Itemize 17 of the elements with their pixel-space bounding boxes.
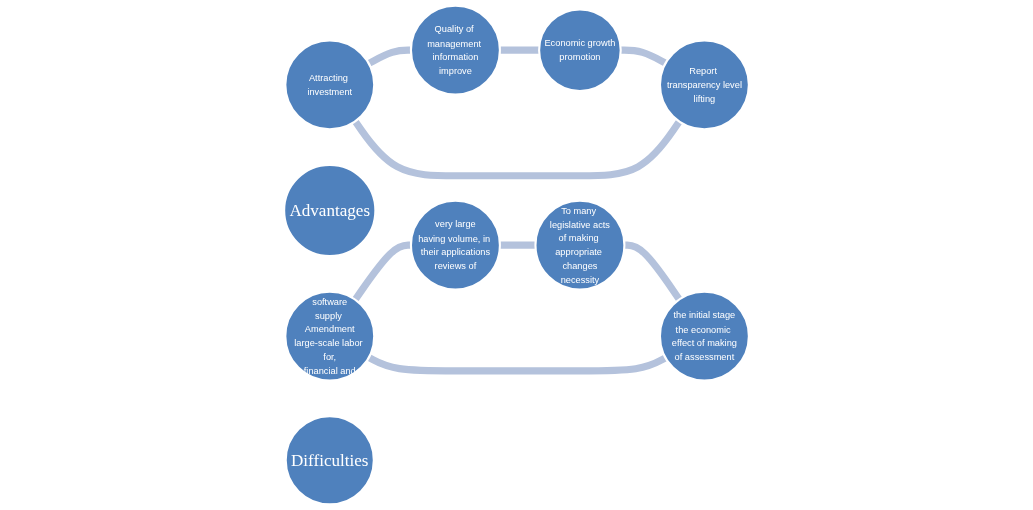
node-circle: Report transparency level lifting	[658, 39, 750, 131]
node-circle: very large having volume, in their applications reviews of	[409, 199, 501, 291]
connector	[620, 46, 668, 67]
connector	[367, 354, 668, 375]
node-circle: To many legislative acts of making appropriate changes necessity	[534, 199, 626, 291]
connector	[367, 46, 412, 67]
connector	[352, 241, 412, 302]
node-circle: Quality of management information improve	[409, 4, 501, 96]
node-circle: Difficulties	[284, 415, 375, 506]
node-circle: Advantages	[283, 163, 377, 258]
node-circle: Economic growth promotion	[538, 8, 622, 93]
connector	[499, 46, 540, 54]
connector	[623, 241, 683, 302]
connector	[499, 241, 537, 249]
node-circle: Attracting investment	[284, 39, 376, 131]
node-circle: the initial stage the economic effect of making of assessment	[658, 290, 750, 382]
connector	[352, 119, 683, 180]
